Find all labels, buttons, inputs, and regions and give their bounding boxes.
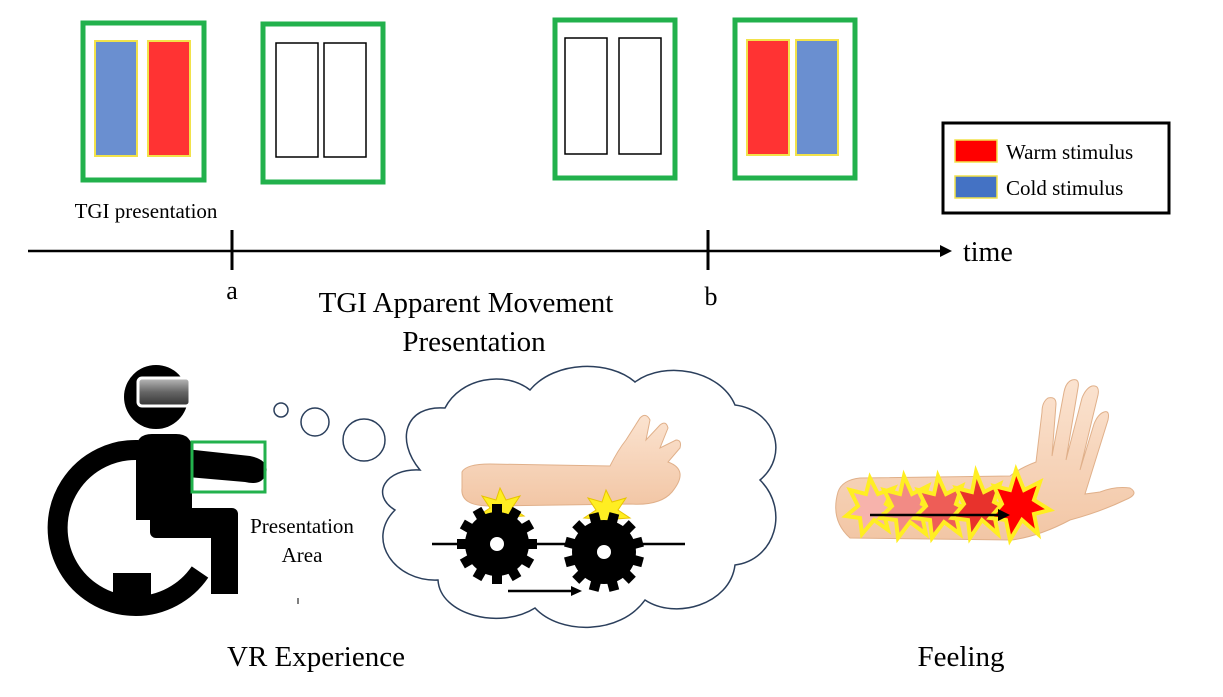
marker-b-label: b: [705, 282, 718, 311]
presentation-area-line1: Presentation: [250, 514, 354, 538]
apparent-movement-title-line2: Presentation: [402, 326, 546, 358]
legend-cold-swatch: [954, 175, 998, 199]
gear-icon: [457, 504, 537, 584]
time-label: time: [963, 237, 1013, 268]
legend: Warm stimulus Cold stimulus: [941, 121, 1171, 215]
warm-pad: [147, 40, 191, 157]
burst-5: [986, 463, 1056, 546]
forearm-in-cloud: [461, 414, 681, 507]
vr-experience-label: VR Experience: [227, 641, 405, 673]
presentation-area-box: [190, 440, 267, 494]
feeling-arrow: [870, 509, 1010, 521]
tgi-presentation-label: TGI presentation: [75, 199, 218, 223]
legend-cold-label: Cold stimulus: [1006, 176, 1123, 200]
apparent-movement-title-line1: TGI Apparent Movement: [319, 287, 614, 319]
frame-2-empty: [260, 21, 386, 185]
frame-4-tgi: [732, 17, 858, 181]
marker-a-label: a: [226, 276, 238, 305]
vr-headset-icon: [136, 376, 192, 408]
feeling-label: Feeling: [918, 641, 1005, 673]
cold-pad: [94, 40, 138, 157]
timeline-axis: [28, 230, 952, 270]
legend-warm-label: Warm stimulus: [1006, 140, 1133, 164]
cold-pad: [795, 39, 839, 156]
frame-1-tgi: [80, 20, 207, 183]
warm-pad: [746, 39, 790, 156]
vr-user-figure: [47, 365, 267, 616]
legend-warm-swatch: [954, 139, 998, 163]
presentation-area-line2: Area: [282, 543, 323, 567]
movement-arrow: [508, 586, 582, 596]
thought-dots: [273, 402, 386, 462]
gear-icon: [564, 512, 644, 592]
frame-3-empty: [552, 17, 678, 181]
